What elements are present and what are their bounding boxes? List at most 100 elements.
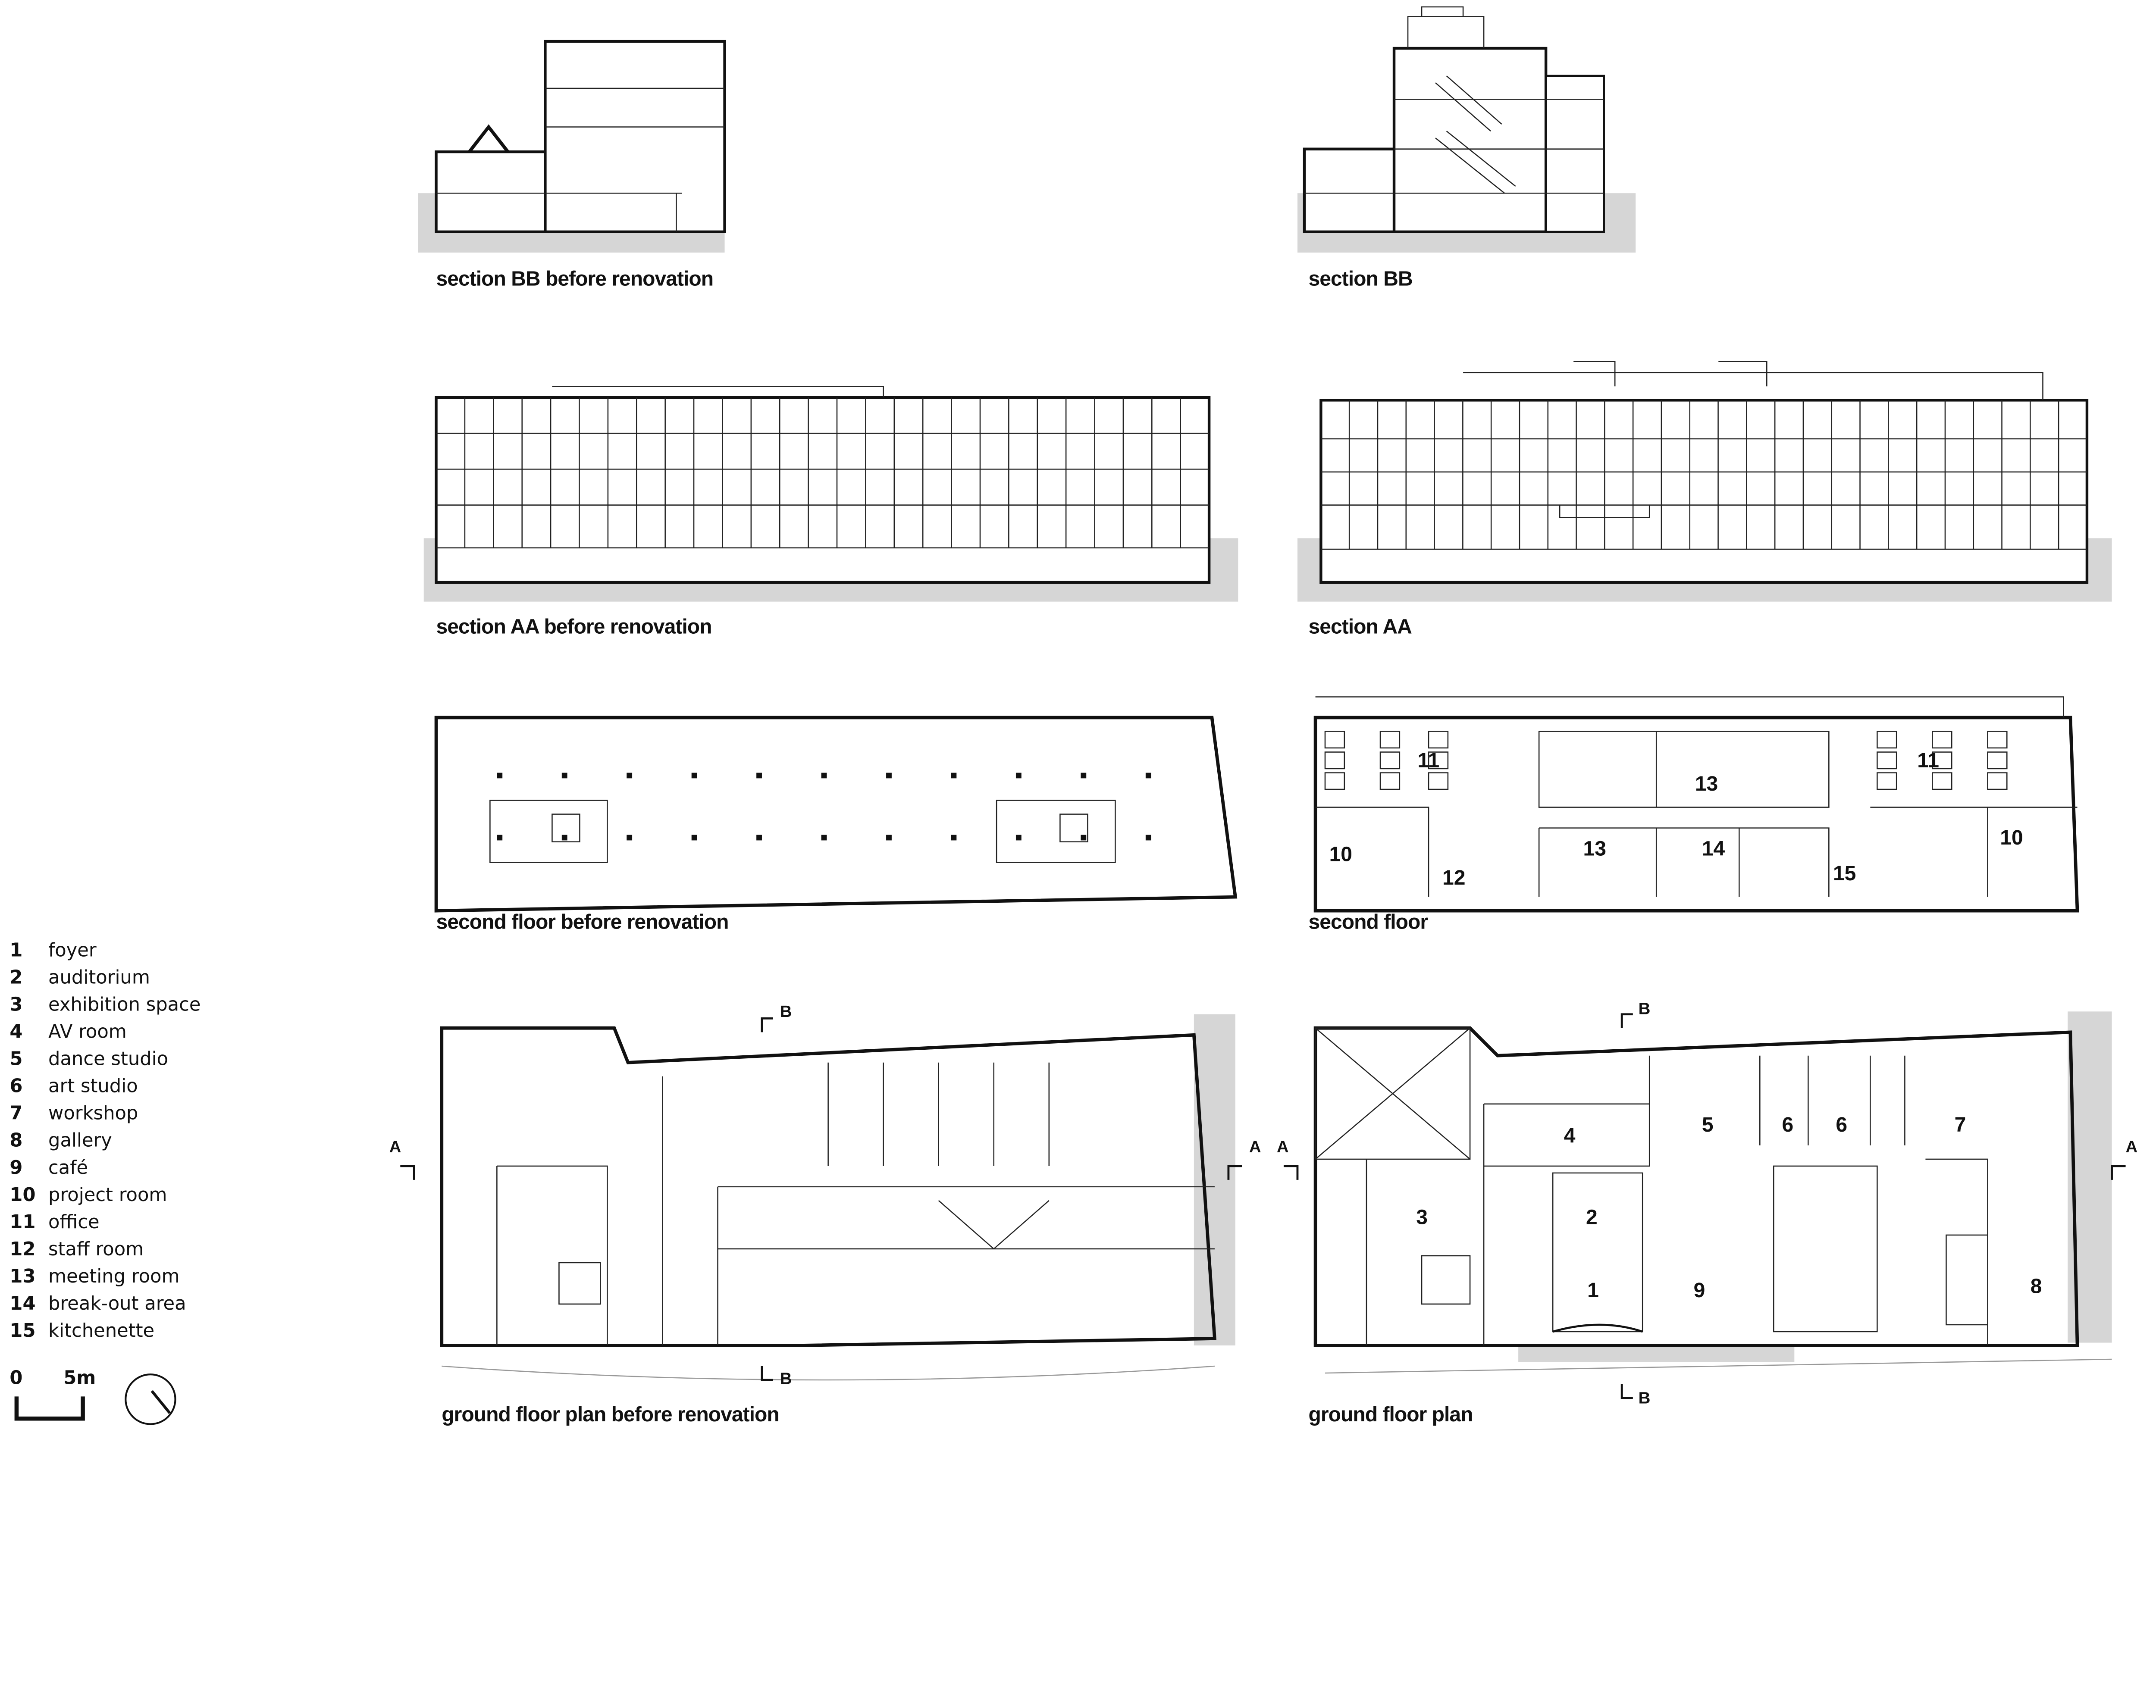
room-label: 15 (1833, 862, 1856, 885)
room-label: 11 (1417, 749, 1439, 772)
column (497, 773, 503, 779)
section-marker-line (1620, 1013, 1633, 1028)
section-marker-line (2111, 1165, 2126, 1180)
section-marker: A (1249, 1138, 1261, 1156)
room-label: 10 (2000, 826, 2023, 849)
desk (1932, 772, 1952, 790)
drawing-title: ground floor plan (1309, 1403, 1473, 1426)
desk (1932, 751, 1952, 770)
section-marker-line (1283, 1165, 1299, 1180)
desk (1428, 751, 1449, 770)
legend-label: auditorium (48, 967, 150, 988)
column (756, 773, 762, 779)
scale-end-label: 5m (63, 1367, 96, 1389)
section-marker: B (780, 1370, 792, 1388)
legend-number: 10 (9, 1184, 35, 1206)
room-label: 8 (2031, 1275, 2042, 1298)
column (951, 773, 957, 779)
desk (1324, 751, 1345, 770)
column (821, 773, 827, 779)
room-label: 13 (1695, 773, 1718, 795)
desk (1987, 731, 2008, 749)
drawing-title: second floor (1309, 910, 1428, 933)
legend-label: café (48, 1157, 88, 1179)
legend-number: 3 (9, 994, 22, 1015)
legend-number: 12 (9, 1239, 35, 1260)
legend-label: break-out area (48, 1293, 186, 1314)
scale-start-label: 0 (9, 1367, 22, 1389)
section-aa: section AA (1297, 361, 2112, 638)
legend-label: kitchenette (48, 1320, 154, 1342)
drawing-title: section AA before renovation (436, 615, 712, 638)
section-bb-before: section BB before renovation (418, 40, 726, 291)
drawing-title: section BB before renovation (436, 268, 714, 291)
section-marker: A (1277, 1138, 1289, 1156)
legend-number: 8 (9, 1130, 22, 1151)
room-label: 4 (1564, 1124, 1576, 1147)
desk (1324, 731, 1345, 749)
desk (1987, 772, 2008, 790)
column (691, 835, 697, 841)
column (691, 773, 697, 779)
column (561, 773, 567, 779)
desk (1877, 731, 1897, 749)
section-marker: A (389, 1138, 401, 1156)
section-bb: section BB (1297, 6, 1636, 291)
desk (1877, 772, 1897, 790)
scale-bar: 0 5m (9, 1367, 96, 1421)
legend-number: 1 (9, 939, 22, 961)
room-label: 9 (1694, 1279, 1705, 1302)
room-label: 5 (1702, 1114, 1714, 1136)
room-label: 3 (1416, 1206, 1428, 1229)
legend-label: meeting room (48, 1266, 180, 1287)
section-marker: A (2126, 1138, 2138, 1156)
legend-number: 7 (9, 1103, 22, 1124)
desk (1932, 731, 1952, 749)
section-marker-line (761, 1017, 773, 1032)
column (627, 835, 633, 841)
legend-label: art studio (48, 1076, 138, 1097)
legend-number: 9 (9, 1157, 22, 1179)
ground-floor-before-plan: A A B B ground floor plan before renovation (389, 1002, 1261, 1426)
section-marker: B (780, 1002, 792, 1021)
legend-label: exhibition space (48, 994, 201, 1015)
legend-number: 2 (9, 967, 22, 988)
legend-number: 14 (9, 1293, 35, 1314)
room-label: 14 (1702, 838, 1725, 860)
desk (1324, 772, 1345, 790)
section-marker-line (761, 1366, 773, 1381)
column (1145, 835, 1151, 841)
column (756, 835, 762, 841)
column (497, 835, 503, 841)
desk (1428, 731, 1449, 749)
drawing-title: second floor before renovation (436, 910, 729, 933)
column (627, 773, 633, 779)
column (1081, 773, 1087, 779)
column (1081, 835, 1087, 841)
column (561, 835, 567, 841)
drawing-sheet: section BB before renovation section BB … (9, 6, 2138, 1426)
room-label: 12 (1442, 867, 1465, 889)
room-label: 6 (1782, 1114, 1794, 1136)
room-label: 10 (1329, 843, 1352, 866)
desk (1877, 751, 1897, 770)
desk (1428, 772, 1449, 790)
legend-label: dance studio (48, 1048, 168, 1070)
legend-label: project room (48, 1184, 167, 1206)
legend-number: 4 (9, 1021, 22, 1042)
legend-number: 6 (9, 1076, 22, 1097)
desk (1379, 731, 1401, 749)
room-label: 13 (1583, 838, 1606, 860)
legend-label: staff room (48, 1239, 144, 1260)
north-arrow-icon (125, 1373, 176, 1425)
drawing-title: ground floor plan before renovation (442, 1403, 779, 1426)
legend-label: gallery (48, 1130, 112, 1151)
room-label: 6 (1836, 1114, 1847, 1136)
legend-number: 15 (9, 1320, 35, 1342)
room-label: 7 (1955, 1114, 1966, 1136)
legend-number: 13 (9, 1266, 35, 1287)
legend-number: 11 (9, 1211, 35, 1233)
room-label: 11 (1917, 749, 1939, 772)
column (821, 835, 827, 841)
column (886, 773, 892, 779)
